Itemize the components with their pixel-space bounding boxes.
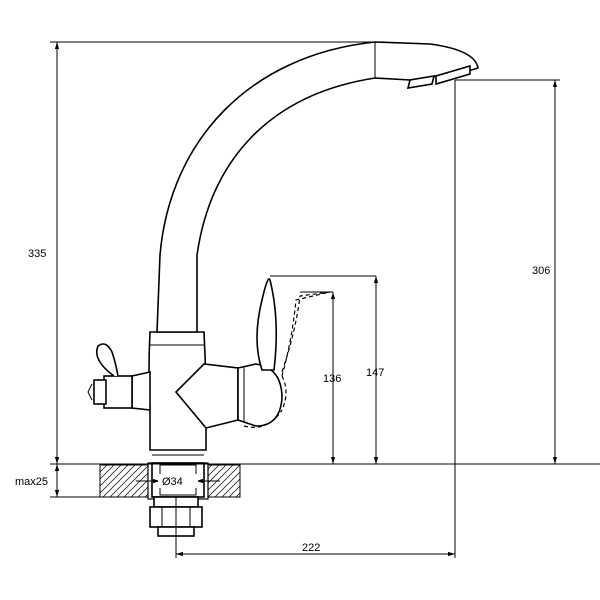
hatch-line [102, 464, 136, 498]
hatch-line [109, 464, 143, 498]
reach-label: 222 [302, 542, 320, 554]
spout [156, 41, 479, 333]
overall-height-label: 335 [28, 248, 46, 260]
hatch-line [214, 471, 241, 498]
lever-height-label: 147 [366, 367, 384, 379]
hatch-line [99, 464, 108, 473]
hatch-line [221, 478, 241, 498]
body-height-label: 136 [323, 373, 341, 385]
mounting-diameter-label: Ø34 [162, 476, 183, 488]
dimension-lines [50, 41, 600, 558]
left-handle [87, 343, 151, 411]
hatch-line [99, 464, 122, 487]
faucet-body [148, 331, 239, 456]
right-handle [237, 278, 331, 428]
hatch-line [99, 464, 115, 480]
hatch-line [116, 464, 150, 498]
hatch-line [228, 485, 241, 498]
outlet-height-label: 306 [532, 265, 550, 277]
hatch-line [99, 464, 129, 494]
hatch-line [207, 464, 241, 498]
deck-thickness-label: max25 [15, 476, 48, 488]
hatch-line [235, 492, 241, 498]
mounting-shank [149, 462, 205, 537]
